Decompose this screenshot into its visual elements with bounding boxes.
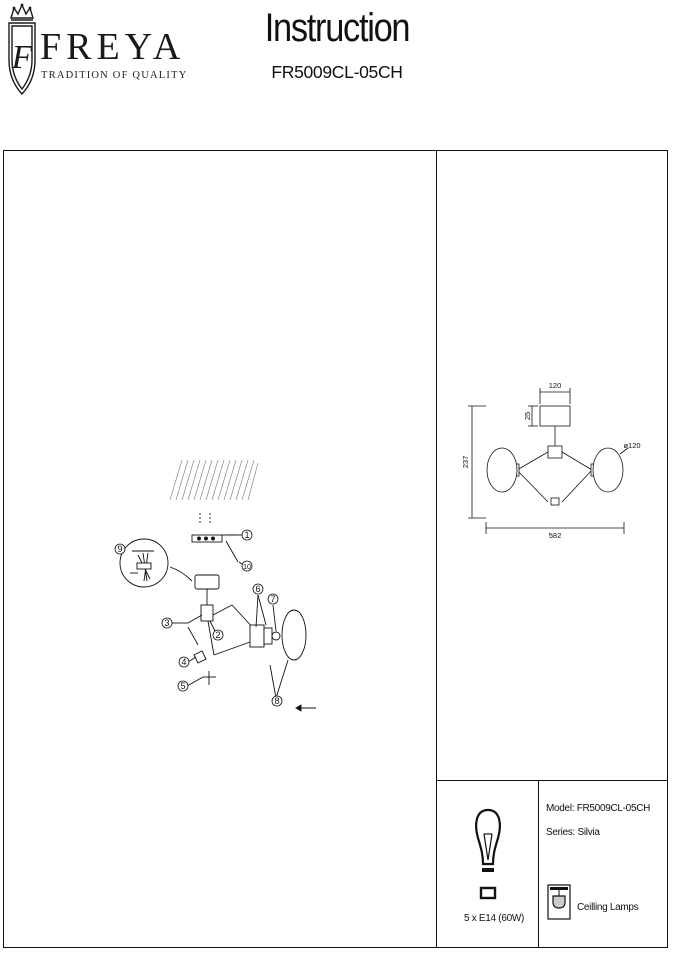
info-column-divider bbox=[538, 780, 540, 948]
page-title: Instruction bbox=[264, 6, 411, 50]
dim-total-width: 582 bbox=[549, 531, 562, 538]
callout-8: 8 bbox=[271, 695, 283, 707]
svg-text:F: F bbox=[11, 39, 34, 76]
dim-top-height: 25 bbox=[523, 412, 532, 420]
dimension-drawing: 120 25 237 582 ø120 bbox=[462, 381, 641, 538]
assembly-diagram: 1 10 9 3 2 4 5 6 7 8 bbox=[114, 459, 316, 712]
callout-2: 2 bbox=[212, 629, 224, 641]
model-code: FR5009CL-05CH bbox=[271, 62, 403, 82]
callout-4: 4 bbox=[178, 656, 190, 668]
dim-shade-diameter: ø120 bbox=[623, 441, 640, 450]
instruction-frame bbox=[3, 150, 668, 948]
model-label: Model: FR5009CL-05CH bbox=[546, 803, 651, 814]
light-bulb-icon bbox=[475, 808, 501, 900]
callout-6: 6 bbox=[252, 583, 264, 595]
svg-text:6: 6 bbox=[255, 584, 260, 594]
svg-text:2: 2 bbox=[215, 630, 220, 640]
dim-total-height: 237 bbox=[462, 456, 470, 469]
lamp-spec: 5 x E14 (60W) bbox=[464, 913, 525, 924]
svg-text:7: 7 bbox=[270, 594, 275, 604]
column-divider bbox=[436, 150, 438, 948]
svg-text:9: 9 bbox=[117, 544, 122, 554]
series-label: Series: Silvia bbox=[546, 827, 600, 838]
brand-name: FREYA bbox=[40, 26, 186, 68]
callout-5: 5 bbox=[177, 680, 189, 692]
ceiling-lamp-icon bbox=[547, 884, 571, 920]
callout-10: 10 bbox=[241, 560, 253, 572]
brand-tagline: TRADITION OF QUALITY bbox=[41, 70, 188, 81]
info-divider bbox=[436, 780, 668, 782]
brand-logo-icon: F bbox=[8, 3, 36, 96]
svg-text:8: 8 bbox=[274, 696, 279, 706]
svg-text:5: 5 bbox=[180, 681, 185, 691]
callout-9: 9 bbox=[114, 543, 126, 555]
svg-text:3: 3 bbox=[164, 618, 169, 628]
svg-text:4: 4 bbox=[181, 657, 186, 667]
svg-text:1: 1 bbox=[244, 530, 249, 540]
callout-7: 7 bbox=[267, 593, 279, 605]
callout-3: 3 bbox=[161, 617, 173, 629]
svg-text:10: 10 bbox=[243, 564, 251, 571]
callout-1: 1 bbox=[241, 529, 253, 541]
dim-top-width: 120 bbox=[549, 381, 562, 390]
category-label: Ceilling Lamps bbox=[577, 902, 639, 913]
